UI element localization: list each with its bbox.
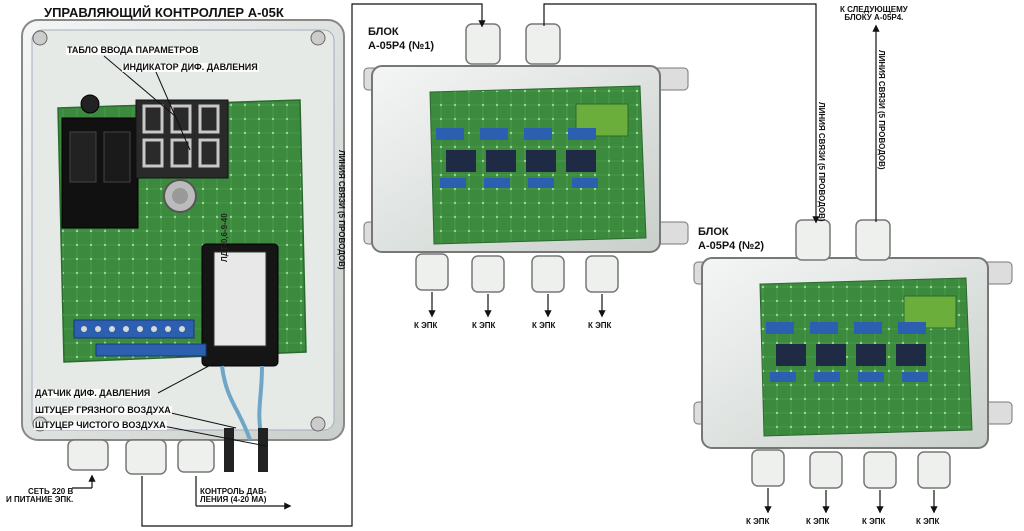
block-2-enclosure	[693, 219, 1013, 489]
controller-title: УПРАВЛЯЮЩИЙ КОНТРОЛЛЕР А-05К	[44, 5, 284, 20]
block-2-output-3: К ЭПК	[862, 517, 886, 526]
callout-diff-sensor: ДАТЧИК ДИФ. ДАВЛЕНИЯ	[34, 388, 152, 398]
callout-diff-indicator: ИНДИКАТОР ДИФ. ДАВЛЕНИЯ	[122, 62, 259, 72]
block-2-output-1: К ЭПК	[746, 517, 770, 526]
block-1-output-3: К ЭПК	[532, 321, 556, 330]
comm-line-label-3: ЛИНИЯ СВЯЗИ (5 ПРОВОДОВ)	[877, 50, 886, 170]
block-1-output-2: К ЭПК	[472, 321, 496, 330]
comm-line-label-2: ЛИНИЯ СВЯЗИ (5 ПРОВОДОВ)	[817, 102, 826, 222]
block-1-output-4: К ЭПК	[588, 321, 612, 330]
block-1-title: БЛОК А-05Р4 (№1)	[368, 26, 435, 52]
block-2-output-4: К ЭПК	[916, 517, 940, 526]
sensor-model-label: ЛДТ-0,6-9-40	[220, 213, 229, 262]
block-1-enclosure	[363, 23, 689, 293]
comm-line-label-1: ЛИНИЯ СВЯЗИ (5 ПРОВОДОВ)	[337, 150, 346, 270]
callout-dirty-air-fitting: ШТУЦЕР ГРЯЗНОГО ВОЗДУХА	[34, 405, 172, 415]
power-label: СЕТЬ 220 В И ПИТАНИЕ ЭПК.	[6, 487, 74, 504]
pressure-control-label: КОНТРОЛЬ ДАВ- ЛЕНИЯ (4-20 МА)	[200, 487, 267, 504]
callout-clean-air-fitting: ШТУЦЕР ЧИСТОГО ВОЗДУХА	[34, 420, 167, 430]
callout-param-panel: ТАБЛО ВВОДА ПАРАМЕТРОВ	[66, 45, 200, 55]
block-2-output-2: К ЭПК	[806, 517, 830, 526]
block-2-title: БЛОК А-05Р4 (№2)	[698, 226, 765, 252]
next-block-label: К СЛЕДУЮЩЕМУ БЛОКУ А-05Р4.	[840, 5, 908, 22]
controller-a05k	[21, 19, 345, 475]
block-1-output-1: К ЭПК	[414, 321, 438, 330]
